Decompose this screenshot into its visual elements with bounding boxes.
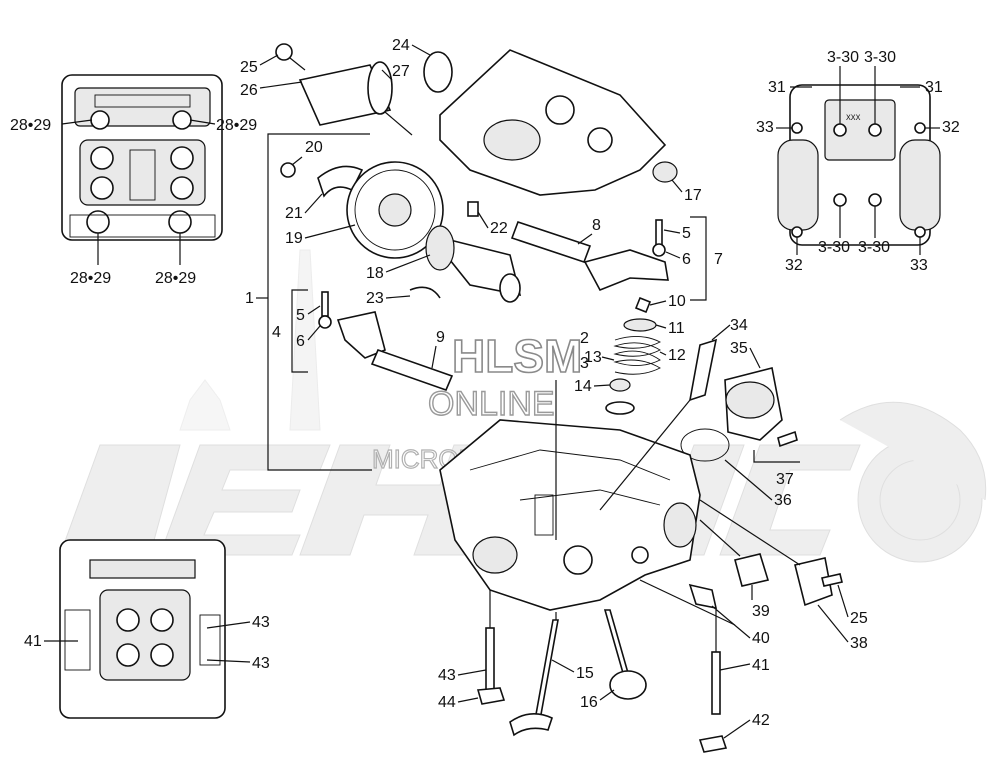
- label-28-29-tl-b: 28•29: [216, 117, 257, 134]
- label-6-right: 6: [682, 251, 691, 268]
- label-11: 11: [668, 320, 685, 337]
- label-3-30-d: 3-30: [858, 239, 890, 256]
- label-35: 35: [730, 340, 748, 357]
- label-23: 23: [366, 290, 384, 307]
- label-1: 1: [245, 290, 254, 307]
- label-27: 27: [392, 63, 410, 80]
- label-13: 13: [584, 349, 602, 366]
- label-10: 10: [668, 293, 686, 310]
- clip-23: [409, 286, 441, 299]
- label-31-b: 31: [925, 79, 943, 96]
- label-41-main: 41: [752, 657, 770, 674]
- label-33-a: 33: [756, 119, 774, 136]
- label-7: 7: [714, 251, 723, 268]
- rocker-shaft-9: [370, 348, 454, 392]
- cover-stamp: XXX: [846, 114, 861, 123]
- label-28-29-tl-d: 28•29: [155, 270, 196, 287]
- rocker-shaft-8: [510, 220, 592, 264]
- rocker-arm-4: [318, 291, 386, 359]
- top-left-head-view: [61, 74, 223, 241]
- studs-and-nuts: [476, 627, 728, 753]
- label-4: 4: [272, 324, 281, 341]
- label-3-30-a: 3-30: [827, 49, 859, 66]
- label-43-bl-b: 43: [252, 655, 270, 672]
- valve-spring-stack: [605, 296, 662, 415]
- label-32-b: 32: [785, 257, 803, 274]
- label-43-main: 43: [438, 667, 456, 684]
- label-38: 38: [850, 635, 868, 652]
- label-3-30-c: 3-30: [818, 239, 850, 256]
- label-42: 42: [752, 712, 770, 729]
- sensors-and-housing: [688, 553, 843, 610]
- label-33-b: 33: [910, 257, 928, 274]
- label-9: 9: [436, 329, 445, 346]
- label-32-a: 32: [942, 119, 960, 136]
- label-8: 8: [592, 217, 601, 234]
- label-31-a: 31: [768, 79, 786, 96]
- label-36: 36: [774, 492, 792, 509]
- label-22: 22: [490, 220, 508, 237]
- label-26: 26: [240, 82, 258, 99]
- label-19: 19: [285, 230, 303, 247]
- label-43-bl-a: 43: [252, 614, 270, 631]
- label-5-right: 5: [682, 225, 691, 242]
- label-3: 3: [580, 355, 589, 372]
- label-28-29-tl-c: 28•29: [70, 270, 111, 287]
- spark-plug-and-adapter: [680, 338, 798, 462]
- label-12: 12: [668, 347, 686, 364]
- label-20: 20: [305, 139, 323, 156]
- label-14: 14: [574, 378, 592, 395]
- upper-housing-part: [423, 49, 678, 196]
- label-37: 37: [776, 471, 794, 488]
- bracket-1: [267, 133, 372, 471]
- label-17: 17: [684, 187, 702, 204]
- label-44: 44: [438, 694, 456, 711]
- bracket-4: [291, 289, 308, 373]
- label-28-29-tl-a: 28•29: [10, 117, 51, 134]
- label-6-left: 6: [296, 333, 305, 350]
- label-39: 39: [752, 603, 770, 620]
- label-21: 21: [285, 205, 303, 222]
- label-25-top: 25: [240, 59, 258, 76]
- label-3-30-b: 3-30: [864, 49, 896, 66]
- watermark-line1: HLSM: [452, 330, 582, 382]
- cam-gear-assembly: [280, 161, 522, 303]
- rocker-arm-7: [583, 219, 669, 292]
- label-41-bl: 41: [24, 633, 42, 650]
- label-16: 16: [580, 694, 598, 711]
- label-2: 2: [580, 330, 589, 347]
- cylinder-head: [439, 419, 701, 611]
- watermark-line2: ONLINE: [428, 385, 555, 423]
- label-24: 24: [392, 37, 410, 54]
- label-15: 15: [576, 665, 594, 682]
- label-25-right: 25: [850, 610, 868, 627]
- label-5-left: 5: [296, 307, 305, 324]
- bracket-7: [690, 216, 707, 301]
- cam-cover-part: [275, 43, 393, 126]
- label-40: 40: [752, 630, 770, 647]
- label-34: 34: [730, 317, 748, 334]
- bottom-left-head-view: [59, 539, 226, 719]
- top-right-cover-view: XXX: [777, 84, 941, 246]
- label-18: 18: [366, 265, 384, 282]
